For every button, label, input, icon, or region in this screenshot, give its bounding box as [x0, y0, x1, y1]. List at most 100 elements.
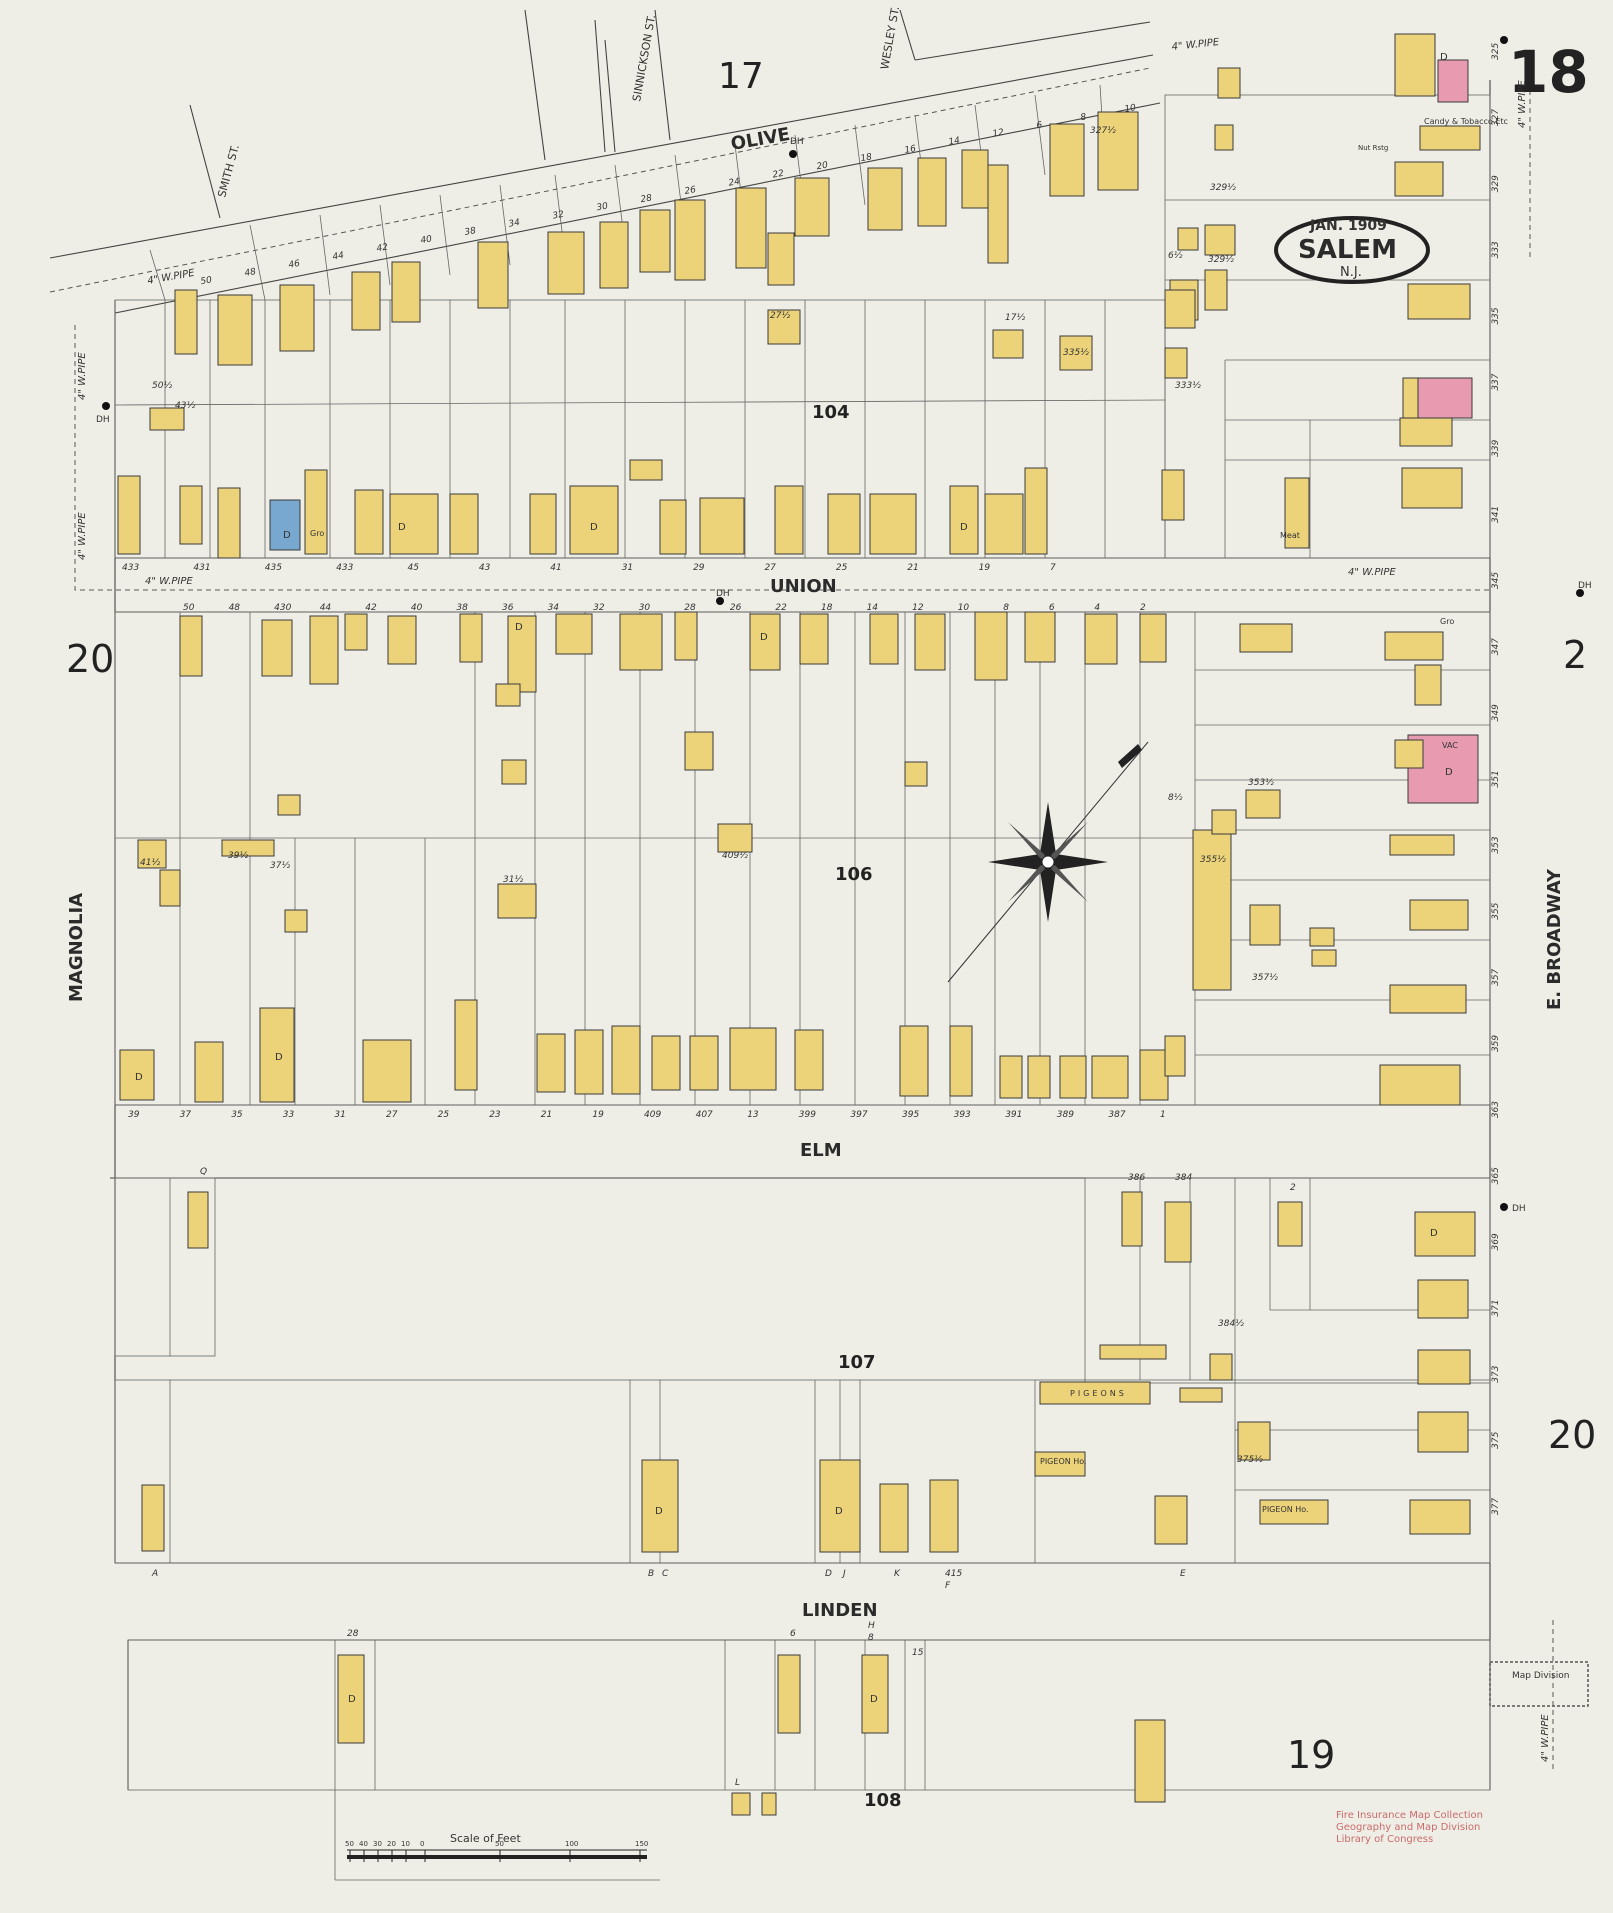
house-number: 31 [622, 563, 633, 573]
house-number: 16 [904, 144, 917, 156]
house-number: 50½ [152, 381, 172, 391]
house-number: 28 [347, 1629, 359, 1639]
house-number: 8 [1003, 603, 1009, 613]
house-number: 339 [1491, 439, 1501, 456]
dwelling-label: D [590, 522, 598, 533]
adjacent-sheet-2: 2 [1563, 633, 1587, 677]
house-number: 345 [1491, 572, 1501, 589]
house-number: 18 [821, 603, 833, 613]
cartouche-city: SALEM [1298, 235, 1397, 265]
dwelling-label: D [960, 522, 968, 533]
house-number: 24 [728, 177, 741, 189]
vac-label: VAC [1442, 741, 1458, 750]
house-number: 10 [1124, 103, 1137, 115]
house-number: 384½ [1218, 1319, 1244, 1329]
house-number: 15 [912, 1648, 924, 1658]
house-number: 353½ [1248, 778, 1274, 788]
house-number: 37 [180, 1110, 192, 1120]
house-number: 43½ [175, 401, 195, 411]
house-number: 34 [548, 603, 560, 613]
house-number: 351 [1491, 770, 1501, 787]
street-union: UNION [770, 576, 837, 597]
lc-stamp-line-2: Geography and Map Division [1336, 1822, 1480, 1833]
house-number: 407 [696, 1110, 713, 1120]
house-number: 31½ [503, 875, 523, 885]
house-number: 333 [1491, 241, 1501, 258]
house-number: 32 [552, 210, 565, 222]
hydrants [102, 36, 1584, 1211]
house-number: D [825, 1569, 832, 1579]
pipe-label-magnolia: 4" W.PIPE [77, 352, 88, 400]
house-number: 2 [1290, 1183, 1296, 1193]
house-number: 14 [867, 603, 879, 613]
house-number: 1 [1160, 1110, 1166, 1120]
house-number: 386 [1128, 1173, 1145, 1183]
house-number: 28 [640, 193, 653, 205]
house-number: 399 [799, 1110, 816, 1120]
pipe-label-olive: 4" W.PIPE [147, 268, 197, 287]
house-number: 377 [1491, 1498, 1501, 1515]
house-number: 26 [730, 603, 742, 613]
house-number: 393 [954, 1110, 971, 1120]
house-number: 48 [244, 267, 257, 279]
gro-label-104: Gro [310, 529, 324, 538]
street-sinnickson: SINNICKSON ST. [630, 14, 658, 103]
house-number: 17½ [1005, 313, 1025, 323]
street-linden: LINDEN [802, 1600, 878, 1621]
house-number: 22 [772, 169, 785, 181]
dh-label-magnolia: DH [96, 415, 110, 425]
house-number: 42 [365, 603, 377, 613]
street-olive: OLIVE [729, 124, 791, 155]
scale-tick-label: 50 [345, 1840, 354, 1848]
dwelling-label: D [1445, 767, 1453, 778]
house-number: 21 [907, 563, 918, 573]
house-number: 409½ [722, 851, 748, 861]
house-number: 50 [200, 275, 213, 287]
street-elm: ELM [800, 1140, 842, 1161]
house-number: 327½ [1090, 126, 1116, 136]
scale-tick-label: 30 [373, 1840, 382, 1848]
house-number: 431 [193, 563, 210, 573]
water-pipes [49, 67, 1554, 1770]
house-number: 30 [639, 603, 651, 613]
house-number: 19 [979, 563, 991, 573]
house-number: 2 [1140, 603, 1146, 613]
gro-label-106: Gro [1440, 617, 1454, 626]
pigeon-ho-label-2: PIGEON Ho. [1262, 1505, 1309, 1514]
pipe-label-union: 4" W.PIPE [145, 576, 193, 587]
adjacent-sheet-17: 17 [718, 56, 764, 97]
house-number: 23 [489, 1110, 501, 1120]
house-number: 10 [958, 603, 970, 613]
house-number: 13 [747, 1110, 759, 1120]
house-number: 22 [775, 603, 787, 613]
house-number: 6 [790, 1629, 796, 1639]
dwelling-label: D [283, 530, 291, 541]
candy-label: Candy & Tobacco Etc [1424, 117, 1508, 126]
dwelling-label: D [348, 1694, 356, 1705]
house-number: 349 [1491, 704, 1501, 721]
map-division-stamp [1489, 1661, 1589, 1707]
house-number: 335 [1491, 307, 1501, 324]
house-number: 27 [764, 563, 776, 573]
pipe-label-union-east: 4" W.PIPE [1348, 567, 1396, 578]
scale-tick-label: 10 [401, 1840, 410, 1848]
house-number: 32 [593, 603, 605, 613]
house-number: 27½ [770, 311, 790, 321]
house-number: 6 [1036, 120, 1044, 131]
house-number: 6½ [1168, 251, 1183, 261]
house-number: 7 [1050, 563, 1056, 573]
house-number: 29 [693, 563, 705, 573]
pipe-label-top: 4" W.PIPE [1171, 37, 1220, 53]
lc-stamp-line-3: Library of Congress [1336, 1834, 1433, 1845]
pipe-label-magnolia-lower: 4" W.PIPE [77, 512, 88, 560]
house-number: 433 [336, 563, 353, 573]
house-number: 371 [1491, 1299, 1501, 1316]
house-number: 34 [508, 218, 521, 230]
house-number: 12 [912, 603, 924, 613]
sheet-number: 18 [1508, 38, 1589, 106]
house-number: 28 [684, 603, 696, 613]
house-number: 40 [420, 234, 433, 246]
house-number: 50 [183, 603, 195, 613]
house-number: 325 [1491, 43, 1501, 60]
